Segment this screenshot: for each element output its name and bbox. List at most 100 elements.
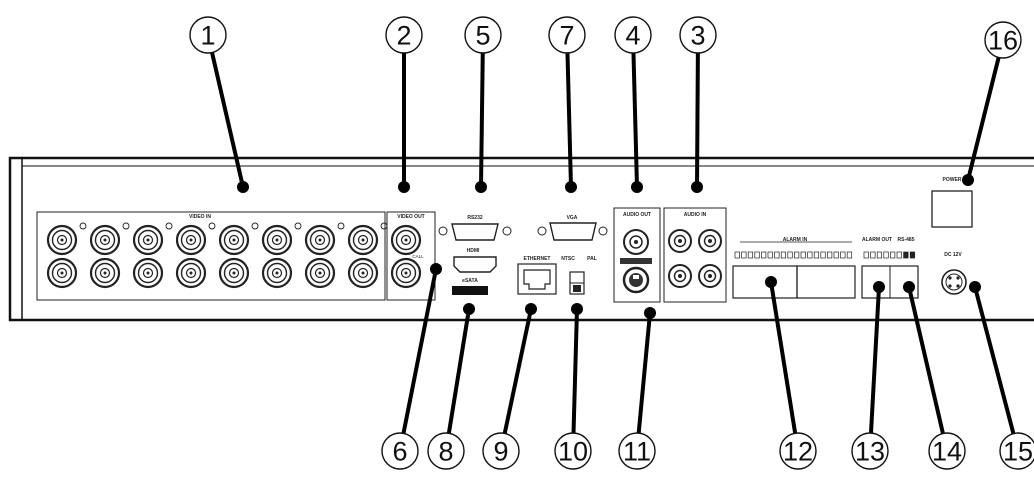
audio-in-rca-outer-3 [668, 264, 692, 288]
alarm-out-pin-4 [883, 251, 889, 259]
alarm-in-terminal-right [796, 265, 856, 299]
bnc-input-3-inner [142, 234, 154, 246]
audio-in-panel: AUDIO IN [663, 207, 727, 303]
vga-label: VGA [567, 215, 578, 221]
callout-circle-8 [427, 432, 465, 470]
vga-port: VGA [537, 215, 608, 241]
dc-pin-1 [948, 276, 952, 280]
bnc-input-9 [46, 257, 78, 289]
bnc-input-11 [132, 257, 164, 289]
bnc-video-out-1-mid [395, 229, 417, 251]
callout-14: 14 [928, 432, 966, 470]
alarm-out-pin-5 [890, 251, 896, 259]
bnc-input-7-mid [309, 229, 331, 251]
leader-line-15 [973, 285, 1016, 436]
ethernet-label: ETHERNET [524, 256, 551, 262]
bnc-video-out-2-inner [400, 267, 412, 279]
bnc-video-out-1-inner [400, 234, 412, 246]
rs485-label: RS-485 [898, 237, 915, 243]
leader-dot-11 [644, 307, 656, 319]
bnc-input-10 [89, 257, 121, 289]
vga-screw-right [598, 226, 608, 236]
dc-pin-3 [948, 284, 952, 288]
hdmi-port: HDMI [453, 248, 497, 273]
alarm-out-pin-8 [909, 251, 916, 259]
bnc-input-6-mid [266, 229, 288, 251]
bnc-input-16-pin [361, 271, 365, 275]
callout-13: 13 [851, 432, 889, 470]
leader-line-4 [631, 50, 639, 189]
video-out-label: VIDEO OUT [397, 214, 425, 220]
bnc-input-9-mid [51, 262, 73, 284]
audio-in-rca-outer-4 [698, 264, 722, 288]
vga-screw-left [537, 226, 547, 236]
alarm-in-pin-3 [747, 251, 754, 259]
video-in-frame [36, 211, 386, 301]
bnc-input-5 [218, 224, 250, 256]
audio-in-jack-group [668, 229, 722, 288]
leader-line-13 [868, 285, 881, 436]
chassis-body [8, 156, 1034, 322]
leader-line-16 [966, 55, 1001, 182]
bnc-input-16-mid [352, 262, 374, 284]
leader-line-9 [502, 307, 533, 436]
audio-in-rca-pin-2 [708, 239, 712, 243]
leader-line-7 [565, 50, 573, 189]
bnc-input-5-outer [218, 224, 250, 256]
bnc-input-15-mid [309, 262, 331, 284]
ntsc-pal-switch: NTSC PAL [561, 256, 597, 295]
callout-7: 7 [548, 16, 586, 54]
leader-line-11 [636, 311, 652, 436]
bnc-video-out-1-outer [390, 224, 422, 256]
bnc-input-9-pin [60, 271, 64, 275]
leader-line-5 [479, 50, 485, 189]
dc-pin-4 [956, 284, 960, 288]
bnc-input-3 [132, 224, 164, 256]
leader-line-12 [769, 280, 798, 436]
leader-line-1 [210, 50, 245, 189]
bnc-input-12-pin [189, 271, 193, 275]
alarm-in-pin-row [734, 251, 853, 259]
audio-out-label: AUDIO OUT [623, 212, 651, 218]
audio-out-rca-outer [623, 229, 649, 255]
bnc-input-5-pin [232, 238, 236, 242]
leader-dot-7 [565, 181, 577, 193]
bnc-input-14 [261, 257, 293, 289]
audio-in-rca-inner-3 [673, 269, 687, 283]
hdmi-label: HDMI [467, 248, 480, 254]
bnc-input-10-inner [99, 267, 111, 279]
esata-label: eSATA [462, 278, 478, 284]
callout-circle-12 [779, 432, 817, 470]
leader-dot-12 [765, 276, 777, 288]
callout-number-16: 16 [988, 26, 1018, 56]
bnc-input-16-inner [357, 267, 369, 279]
bnc-input-5-mid [223, 229, 245, 251]
bnc-input-2-pin [103, 238, 107, 242]
bnc-input-15-inner [314, 267, 326, 279]
bnc-input-12-outer [175, 257, 207, 289]
bnc-connector-grid [46, 222, 388, 289]
callout-circle-7 [548, 16, 586, 54]
bnc-input-16-outer [347, 257, 379, 289]
callout-12: 12 [779, 432, 817, 470]
callout-number-12: 12 [783, 437, 813, 467]
callout-number-9: 9 [493, 437, 508, 467]
bnc-input-13-mid [223, 262, 245, 284]
callout-circle-2 [385, 16, 423, 54]
bnc-input-3-outer [132, 224, 164, 256]
audio-out-frame [613, 207, 661, 303]
bnc-video-out-2-outer [390, 257, 422, 289]
bnc-input-5-inner [228, 234, 240, 246]
power-switch: POWER [931, 177, 973, 228]
alarm-out-pin-row [863, 251, 916, 259]
bnc-input-6-pin [275, 238, 279, 242]
video-out-bnc-group [390, 224, 422, 289]
rs232-dsub-shape [451, 223, 499, 241]
callout-number-4: 4 [625, 21, 640, 51]
bnc-input-15 [304, 257, 336, 289]
alarm-in-pin-14 [820, 251, 826, 259]
bnc-input-1-outer [46, 224, 78, 256]
bnc-video-out-1-pin [404, 238, 408, 242]
callout-number-6: 6 [392, 437, 407, 467]
alarm-in-pin-13 [813, 251, 820, 259]
